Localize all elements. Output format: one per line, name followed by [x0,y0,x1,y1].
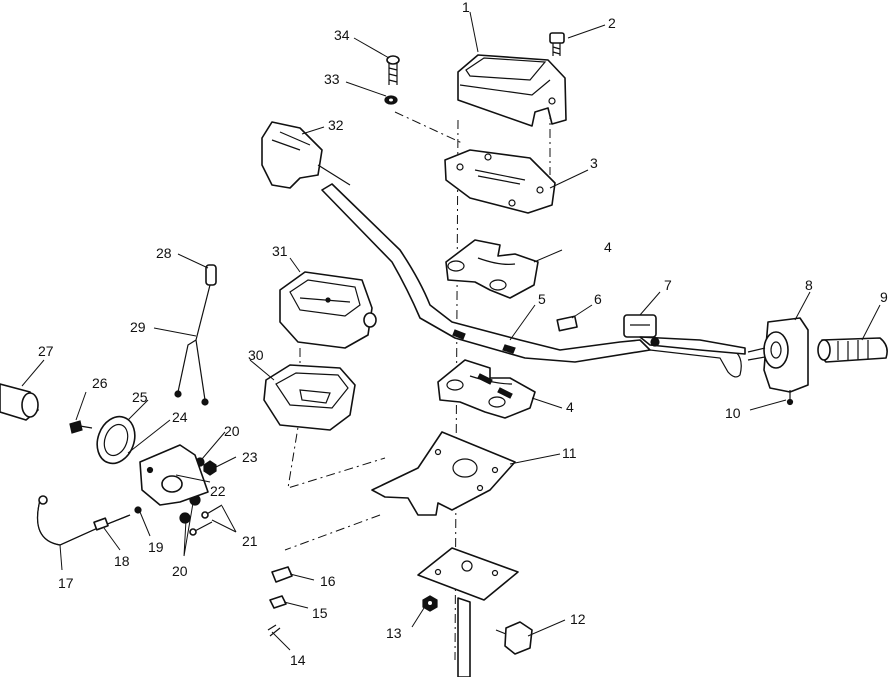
handlebar-clamp-lower [437,359,536,419]
callout-14: 14 [290,652,306,668]
grip-tape [556,315,578,332]
bolt-34 [386,55,400,85]
callout-1: 1 [462,0,470,15]
callout-18: 18 [114,553,130,569]
wiring-harness [174,264,217,406]
washer-33 [384,95,398,105]
indicator-bracket [139,444,209,506]
callout-3: 3 [590,155,598,171]
callout-11: 11 [562,445,577,461]
callout-23: 23 [242,449,258,465]
callout-19: 19 [148,539,164,555]
brake-lever-assembly [623,314,746,355]
steering-clamp [495,621,533,655]
throttle-screw [786,390,794,406]
cable-clamp [271,566,293,583]
callout-31: 31 [272,243,288,259]
callout-5: 5 [538,291,546,307]
handlebar [321,183,742,378]
leader-lines [21,11,881,651]
lock-nut [422,595,438,612]
mounting-bracket [371,431,516,516]
callout-labels: 1 2 3 4 5 6 7 8 9 10 11 12 13 14 15 16 1… [38,0,888,668]
handlebar-switch [261,121,351,189]
callout-20-lower: 20 [172,563,188,579]
callout-26: 26 [92,375,108,391]
callout-17: 17 [58,575,74,591]
callout-7: 7 [664,277,672,293]
callout-24: 24 [172,409,188,425]
indicator-housing [0,383,39,421]
callout-33: 33 [324,71,340,87]
callout-30: 30 [248,347,264,363]
callout-4-upper: 4 [604,239,612,255]
screw-26 [69,420,93,434]
callout-16: 16 [320,573,336,589]
callout-2: 2 [608,15,616,31]
hand-grip [817,337,888,363]
speedometer-cable [36,495,131,546]
bolt [549,32,565,56]
callout-21: 21 [242,533,258,549]
nut-23 [203,460,217,476]
callout-9: 9 [880,289,888,305]
callout-34: 34 [334,27,350,43]
steering-post [417,547,519,677]
cable-fitting [93,517,109,531]
handlebar-cover [457,54,567,127]
handlebar-clamp-upper [445,239,539,299]
callout-4-lower: 4 [566,399,574,415]
callout-32: 32 [328,117,344,133]
throttle-housing [747,317,809,393]
callout-25: 25 [132,389,148,405]
callout-6: 6 [594,291,602,307]
upper-mounting-plate [444,149,556,214]
grommet [96,415,136,465]
callout-12: 12 [570,611,586,627]
washer-small [134,506,142,514]
callout-27: 27 [38,343,54,359]
retainer-clip [269,595,287,609]
callout-20-upper: 20 [224,423,240,439]
callout-8: 8 [805,277,813,293]
callout-15: 15 [312,605,328,621]
callout-29: 29 [130,319,146,335]
callout-13: 13 [386,625,402,641]
callout-22: 22 [210,483,226,499]
speedometer-boot [263,364,356,431]
callout-28: 28 [156,245,172,261]
mounting-screws [189,504,223,536]
callout-10: 10 [725,405,741,421]
cotter-pin [267,624,281,637]
speedometer [279,271,377,349]
